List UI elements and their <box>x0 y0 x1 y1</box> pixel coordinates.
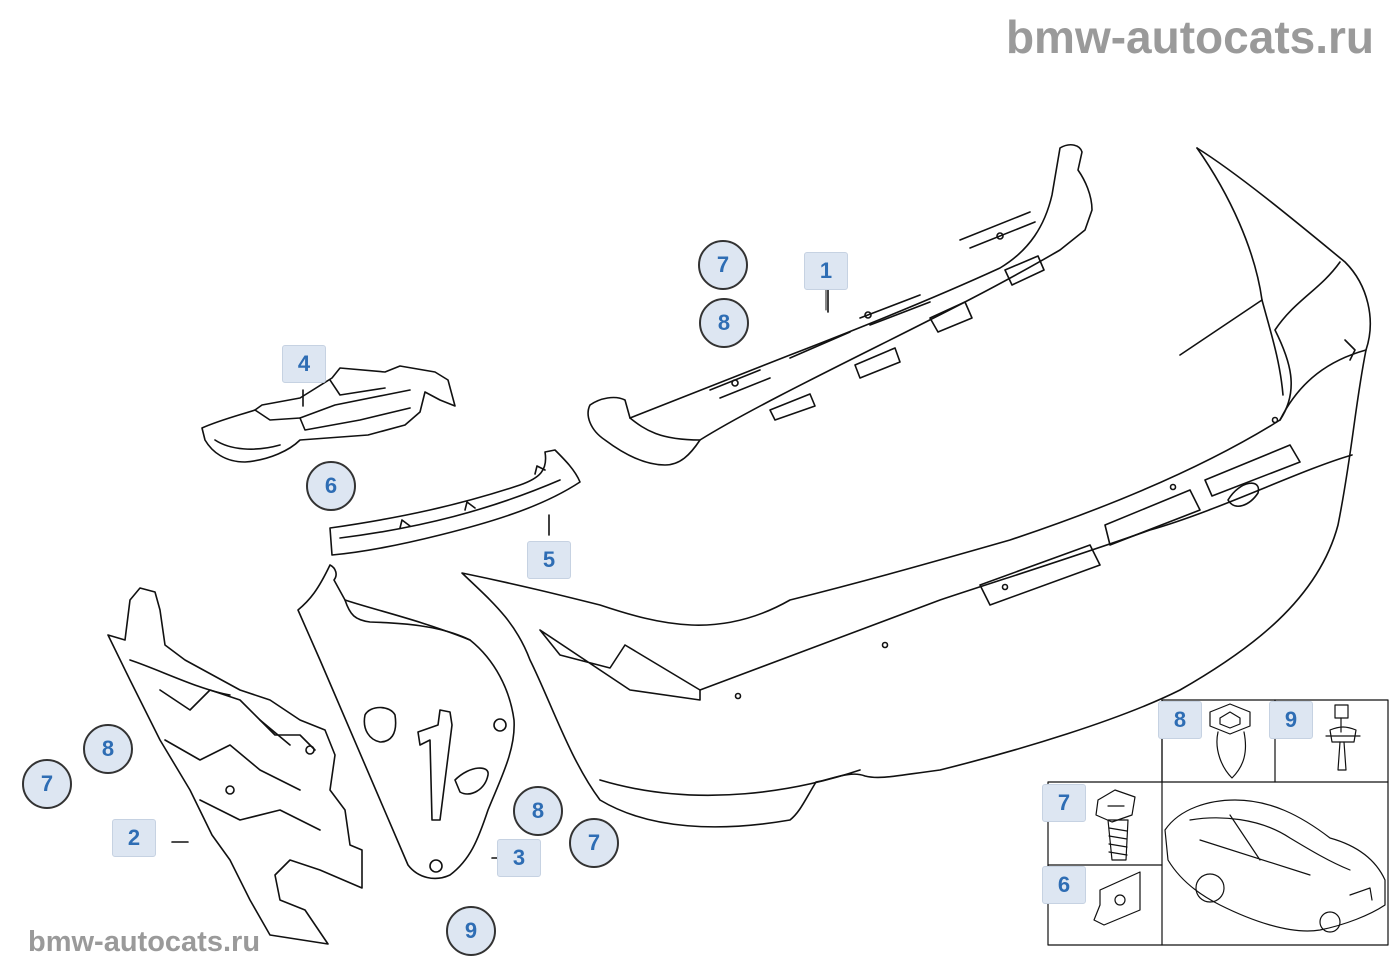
callout-part-3-square[interactable]: 3 <box>497 839 541 877</box>
callout-part-7-square[interactable]: 7 <box>1042 784 1086 822</box>
rear-bumper-cover <box>461 147 1372 828</box>
callout-part-6-circle[interactable]: 6 <box>306 461 356 511</box>
callout-part-7-circle[interactable]: 7 <box>569 818 619 868</box>
callout-part-6-square[interactable]: 6 <box>1042 866 1086 904</box>
callout-part-1-square[interactable]: 1 <box>804 252 848 290</box>
callout-part-2-square[interactable]: 2 <box>112 819 156 857</box>
callout-part-9-square[interactable]: 9 <box>1269 701 1313 739</box>
callout-part-8-circle[interactable]: 8 <box>83 724 133 774</box>
callout-part-4-square[interactable]: 4 <box>282 345 326 383</box>
bracket-part-2 <box>107 587 363 945</box>
guide-panel-part-3 <box>297 564 515 880</box>
callout-part-5-square[interactable]: 5 <box>527 541 571 579</box>
callout-part-7-circle[interactable]: 7 <box>698 240 748 290</box>
callout-part-9-circle[interactable]: 9 <box>446 906 496 956</box>
side-bracket-part-4 <box>201 365 456 463</box>
fasteners-inset <box>1047 699 1389 946</box>
moulding-strip-part-5 <box>329 449 581 556</box>
watermark-bottom: bmw-autocats.ru <box>28 926 261 958</box>
callout-part-8-circle[interactable]: 8 <box>513 786 563 836</box>
watermark-top: bmw-autocats.ru <box>1005 11 1374 63</box>
callout-part-8-circle[interactable]: 8 <box>699 298 749 348</box>
callout-part-8-square[interactable]: 8 <box>1158 701 1202 739</box>
bumper-carrier-part-1 <box>587 143 1093 466</box>
callout-part-7-circle[interactable]: 7 <box>22 759 72 809</box>
